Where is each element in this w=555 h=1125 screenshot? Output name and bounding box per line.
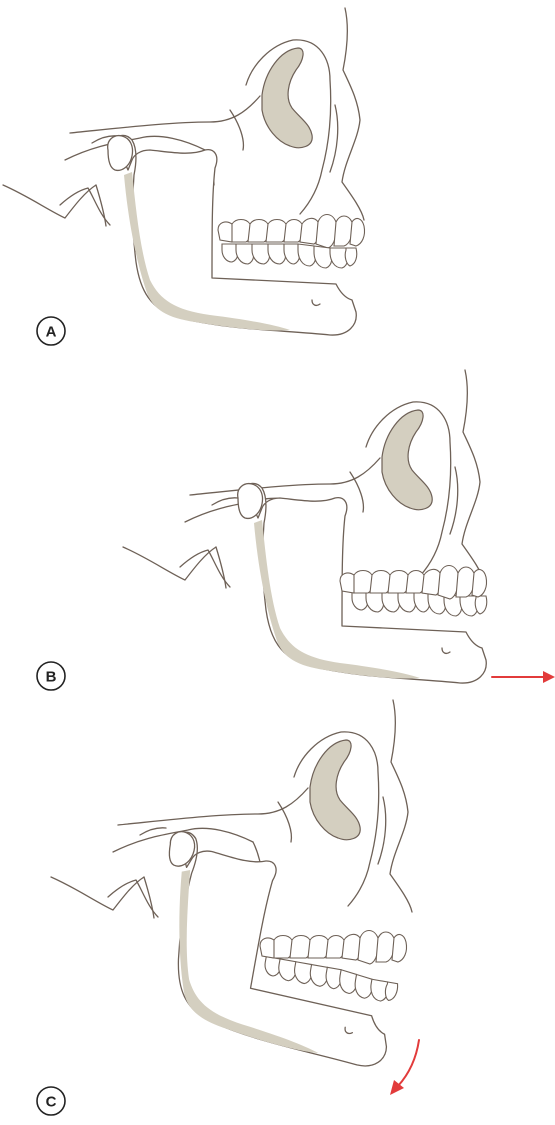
panel-c: C [37,700,419,1115]
panel-c-label: C [37,1087,65,1115]
panel-b-label-text: B [46,669,57,686]
panel-b-label: B [37,662,65,690]
panel-a-lower-teeth [222,244,357,268]
panel-c-rotation-arrow [390,1040,419,1095]
panel-b: B [37,370,555,690]
panel-c-label-text: C [46,1094,57,1111]
panel-a: A [3,8,365,345]
panel-a-upper-teeth [218,215,365,249]
panel-a-label: A [37,317,65,345]
panel-a-label-text: A [46,324,57,341]
panel-b-protrusion-arrow [492,671,555,683]
